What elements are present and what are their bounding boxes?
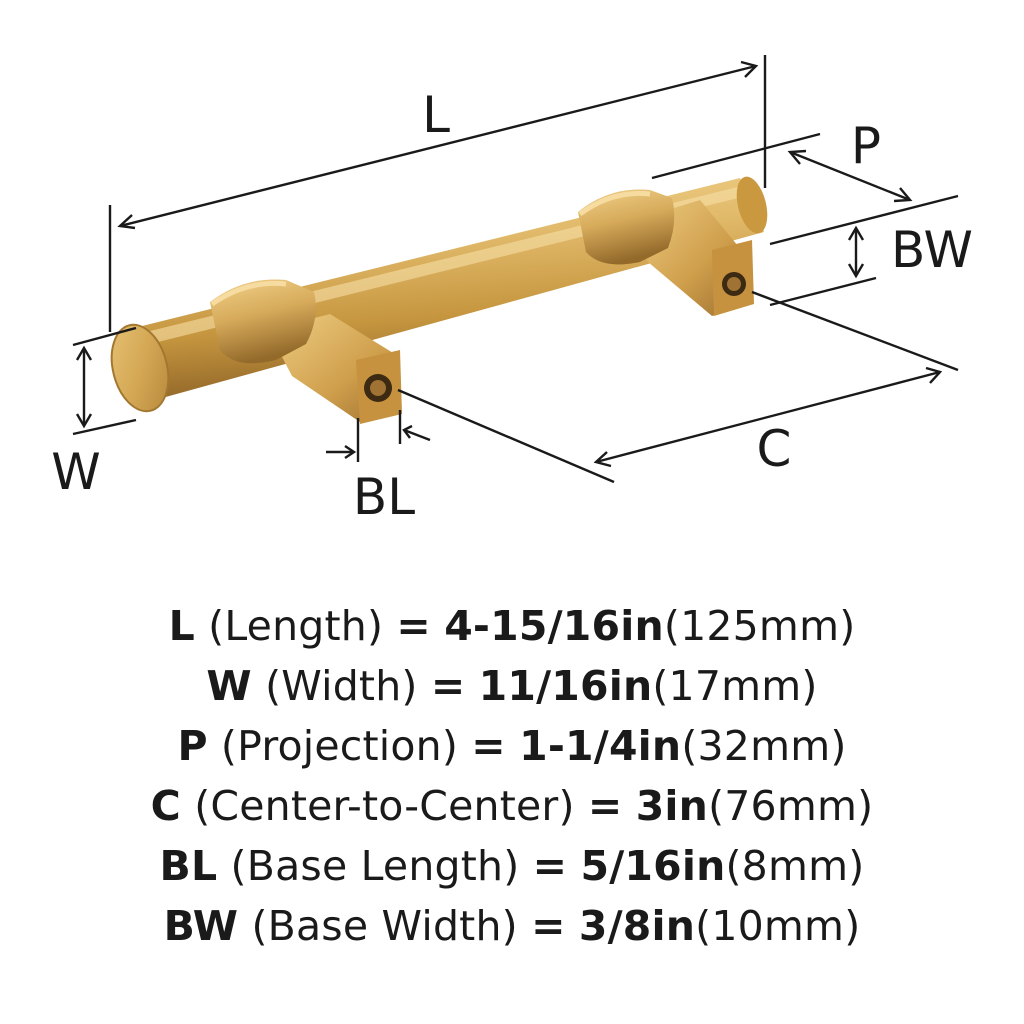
- spec-base-width: BW (Base Width) = 3/8in(10mm): [163, 902, 861, 950]
- label-width: W: [51, 443, 100, 501]
- dimension-lines: [72, 55, 959, 484]
- label-base-length: BL: [353, 468, 415, 526]
- label-length: L: [422, 86, 450, 144]
- spec-base-length: BL (Base Length) = 5/16in(8mm): [159, 842, 865, 890]
- spec-length: L (Length) = 4-15/16in(125mm): [168, 602, 856, 650]
- label-center-to-center: C: [757, 420, 792, 478]
- handle-left-end-cap: [111, 324, 169, 412]
- spec-center-to-center: C (Center-to-Center) = 3in(76mm): [150, 782, 874, 830]
- left-mount-ring: [210, 279, 316, 364]
- right-mount-ring: [578, 189, 675, 265]
- label-base-width: BW: [891, 221, 973, 279]
- spec-width: W (Width) = 11/16in(17mm): [206, 662, 818, 710]
- dimension-labels: L P BW W BL C: [51, 86, 973, 526]
- center-to-center-dimension-line: [595, 370, 941, 464]
- length-dimension-line: [119, 64, 757, 228]
- pull-handle: [110, 176, 768, 424]
- projection-dimension-line: [789, 150, 911, 202]
- label-projection: P: [851, 117, 881, 175]
- spec-projection: P (Projection) = 1-1/4in(32mm): [177, 722, 847, 770]
- handle-right-end: [736, 176, 768, 234]
- specifications-list: L (Length) = 4-15/16in(125mm) W (Width) …: [0, 596, 1024, 956]
- pull-handle-diagram: L P BW W BL C: [51, 55, 973, 526]
